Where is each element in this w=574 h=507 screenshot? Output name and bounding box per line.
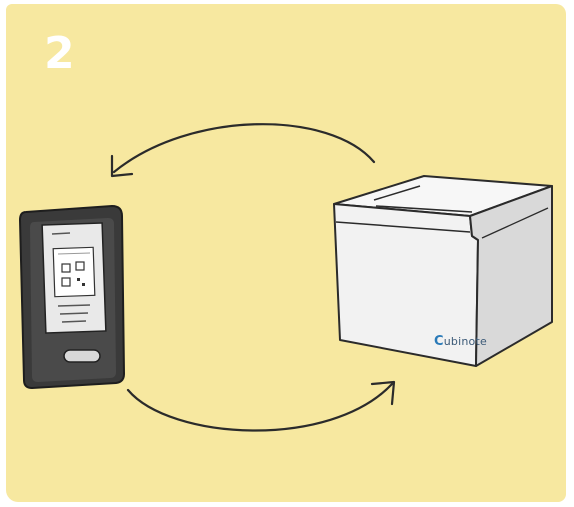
printer-icon bbox=[333, 175, 553, 367]
smartphone-qr-icon bbox=[18, 204, 126, 390]
arrow-to-phone-icon bbox=[110, 123, 376, 178]
printer-brand-logo: Cubinote bbox=[434, 334, 487, 349]
step-number: 2 bbox=[44, 28, 75, 79]
arrow-to-printer-icon bbox=[126, 380, 396, 432]
